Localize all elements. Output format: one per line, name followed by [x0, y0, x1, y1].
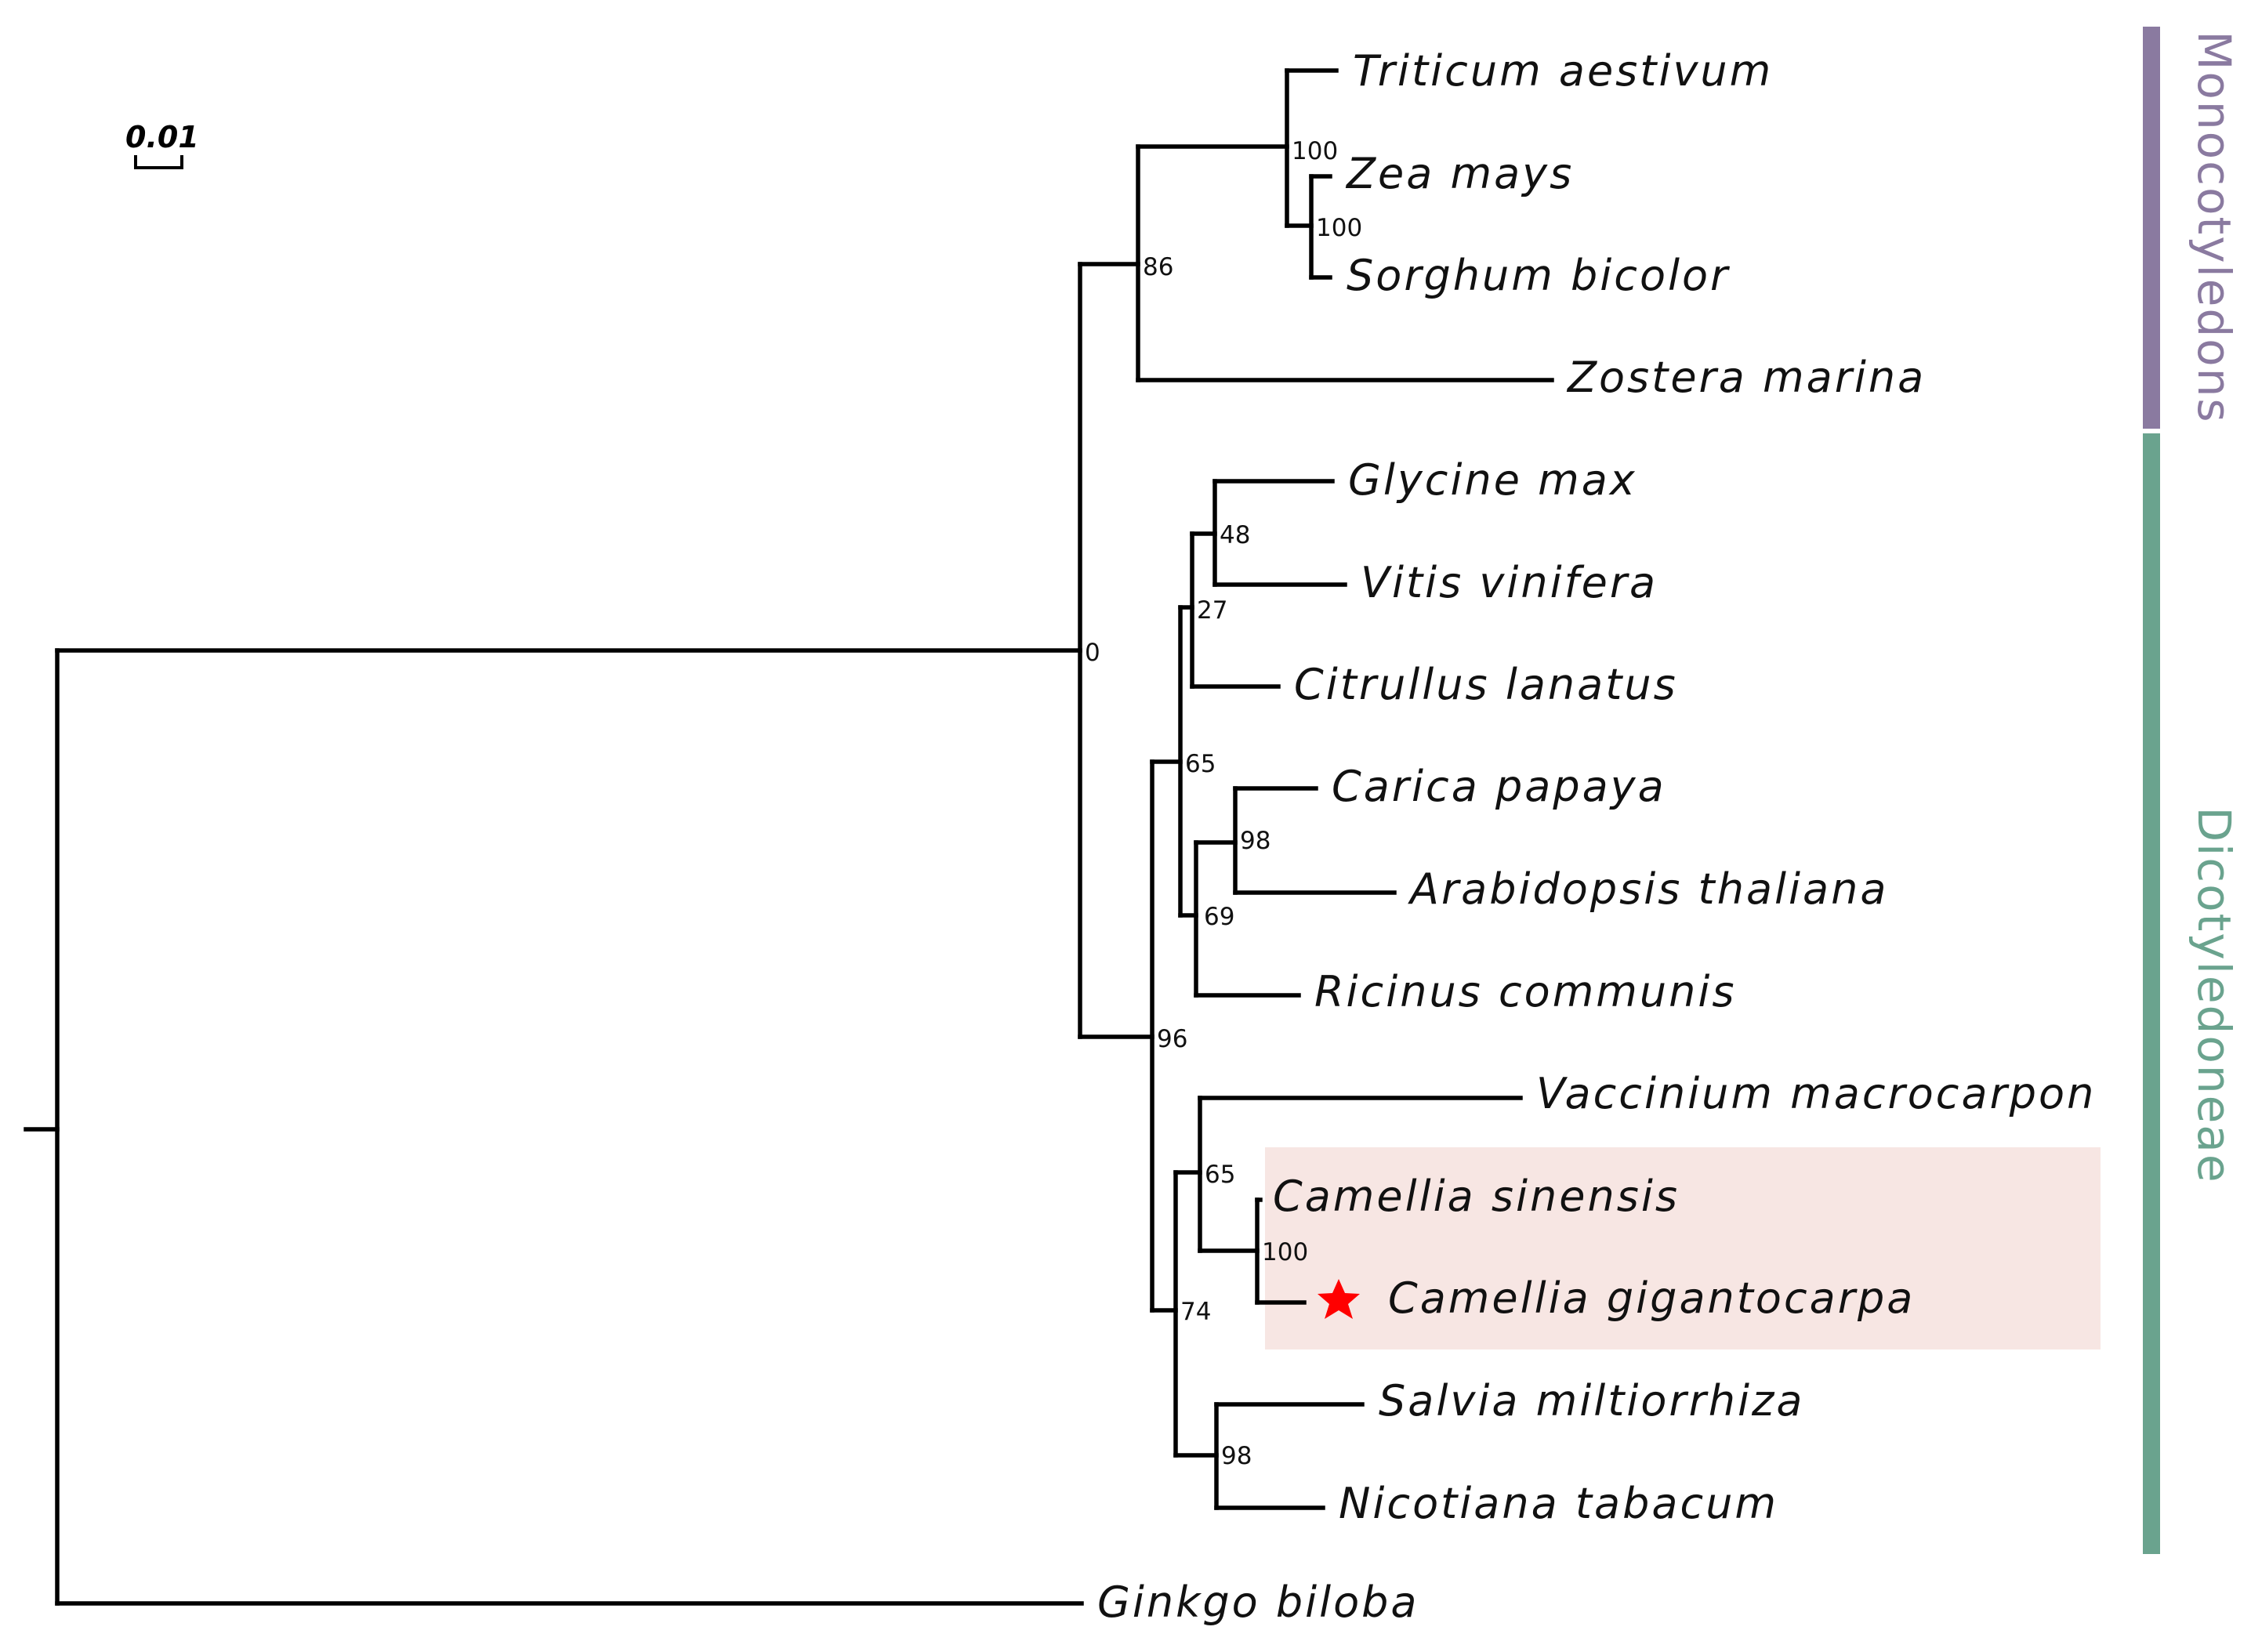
dicots-clade-bar: [2143, 433, 2160, 1554]
taxon-salvia-miltiorrhiza: Salvia miltiorrhiza: [1379, 1376, 1804, 1426]
camellia-highlight-box: [1265, 1147, 2101, 1349]
taxon-labels: Triticum aestivum Zea mays Sorghum bicol…: [1097, 46, 2096, 1627]
bootstrap-label: 98: [1240, 827, 1270, 855]
bootstrap-label: 74: [1180, 1298, 1211, 1326]
bootstrap-label: 69: [1204, 903, 1234, 931]
taxon-ricinus-communis: Ricinus communis: [1314, 967, 1736, 1016]
bootstrap-label: 48: [1220, 521, 1250, 549]
taxon-zea-mays: Zea mays: [1345, 149, 1574, 198]
taxon-triticum-aestivum: Triticum aestivum: [1353, 46, 1773, 96]
scale-bar-line: [134, 155, 183, 169]
taxon-carica-papaya: Carica papaya: [1332, 762, 1666, 811]
monocots-clade-bar: [2143, 27, 2160, 429]
bootstrap-label: 0: [1085, 639, 1100, 667]
bootstrap-label: 100: [1262, 1238, 1308, 1266]
bootstrap-label: 100: [1292, 137, 1338, 165]
bootstrap-values: 100 100 86 0 48 27 65 98 69 96 65 100 74…: [1085, 137, 1362, 1470]
taxon-ginkgo-biloba: Ginkgo biloba: [1097, 1578, 1419, 1627]
monocots-clade-label: Monocotyledons: [2188, 31, 2241, 423]
taxon-vitis-vinifera: Vitis vinifera: [1361, 558, 1658, 607]
bootstrap-label: 98: [1221, 1442, 1252, 1470]
taxon-arabidopsis-thaliana: Arabidopsis thaliana: [1408, 864, 1888, 914]
bootstrap-label: 96: [1157, 1025, 1187, 1053]
scale-bar-label: 0.01: [125, 120, 199, 154]
taxon-camellia-sinensis: Camellia sinensis: [1273, 1172, 1680, 1221]
taxon-glycine-max: Glycine max: [1348, 455, 1637, 505]
bootstrap-label: 100: [1316, 214, 1362, 242]
bootstrap-label: 65: [1185, 750, 1216, 778]
tree-branches: [24, 68, 1554, 1606]
scale-bar: 0.01: [125, 120, 199, 169]
bootstrap-label: 86: [1143, 253, 1173, 281]
taxon-zostera-marina: Zostera marina: [1566, 353, 1926, 402]
dicots-clade-label: Dicotyledoneae: [2188, 807, 2241, 1184]
taxon-citrullus-lanatus: Citrullus lanatus: [1294, 660, 1678, 709]
bootstrap-label: 27: [1197, 596, 1227, 625]
star-icon: [1318, 1279, 1360, 1319]
bootstrap-label: 65: [1205, 1161, 1235, 1189]
taxon-vaccinium-macrocarpon: Vaccinium macrocarpon: [1536, 1069, 2096, 1118]
taxon-camellia-gigantocarpa: Camellia gigantocarpa: [1388, 1273, 1915, 1323]
taxon-sorghum-bicolor: Sorghum bicolor: [1347, 251, 1730, 300]
taxon-nicotiana-tabacum: Nicotiana tabacum: [1339, 1479, 1778, 1528]
